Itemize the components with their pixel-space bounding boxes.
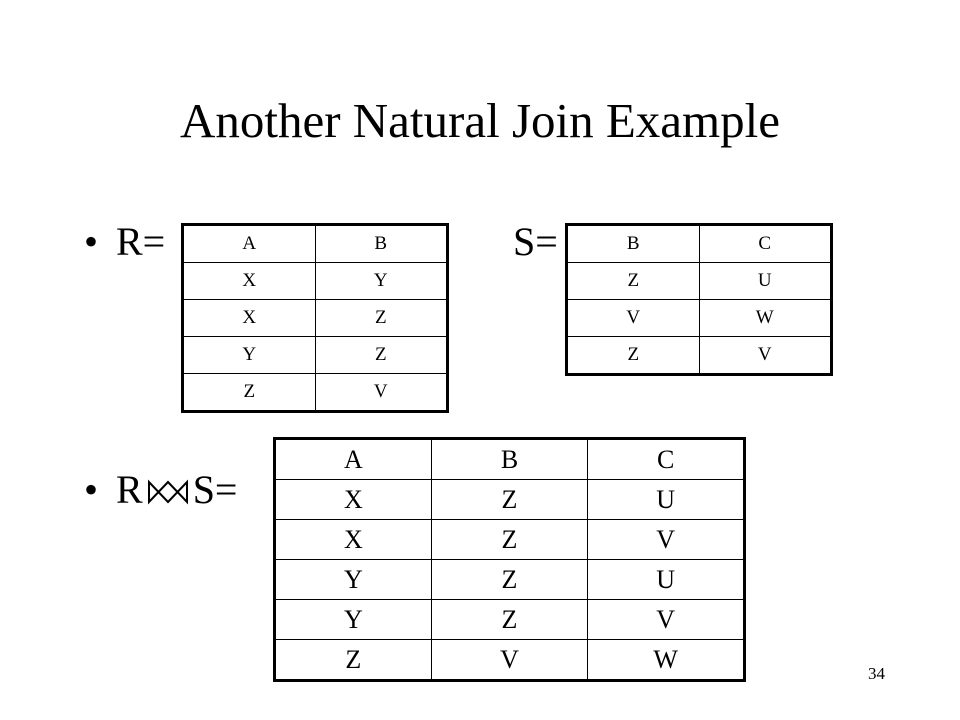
- table-cell: W: [587, 639, 745, 681]
- table-cell: X: [274, 519, 432, 560]
- table-cell: X: [182, 299, 316, 337]
- r-label: R=: [116, 219, 166, 264]
- column-header: A: [274, 438, 432, 480]
- column-header: B: [430, 438, 589, 480]
- bullet-dot: •: [84, 219, 99, 264]
- table-cell: U: [698, 262, 832, 300]
- table-cell: V: [314, 373, 448, 412]
- table-cell: X: [274, 479, 432, 520]
- table-cell: W: [698, 299, 832, 337]
- column-header: C: [587, 438, 745, 480]
- table-cell: U: [587, 559, 745, 600]
- table-cell: Z: [314, 336, 448, 374]
- table-cell: V: [587, 599, 745, 640]
- table-cell: X: [182, 262, 316, 300]
- s-label: S=: [513, 219, 558, 264]
- join-left-label: R: [116, 467, 143, 512]
- table-cell: Z: [430, 479, 589, 520]
- join-right-label: S=: [192, 467, 238, 512]
- table-cell: V: [430, 639, 589, 681]
- table-cell: Z: [182, 373, 316, 412]
- column-header: A: [182, 224, 316, 263]
- table-cell: Y: [274, 599, 432, 640]
- table-cell: Z: [274, 639, 432, 681]
- natural-join-icon: [147, 479, 188, 505]
- column-header: C: [698, 224, 832, 263]
- table-cell: Z: [566, 262, 700, 300]
- column-header: B: [314, 224, 448, 263]
- bullet-r: • R=: [84, 222, 165, 262]
- table-cell: U: [587, 479, 745, 520]
- slide-title: Another Natural Join Example: [179, 93, 781, 148]
- bullet-join: • R S=: [84, 470, 238, 510]
- table-cell: Z: [430, 519, 589, 560]
- table-cell: V: [566, 299, 700, 337]
- table-cell: Y: [182, 336, 316, 374]
- table-cell: Y: [274, 559, 432, 600]
- table-cell: V: [698, 336, 832, 375]
- table-cell: Z: [566, 336, 700, 375]
- page-number: 34: [868, 664, 885, 683]
- column-header: B: [566, 224, 700, 263]
- table-cell: Z: [430, 599, 589, 640]
- table-cell: V: [587, 519, 745, 560]
- table-cell: Z: [314, 299, 448, 337]
- table-cell: Y: [314, 262, 448, 300]
- table-cell: Z: [430, 559, 589, 600]
- bullet-dot: •: [84, 467, 99, 512]
